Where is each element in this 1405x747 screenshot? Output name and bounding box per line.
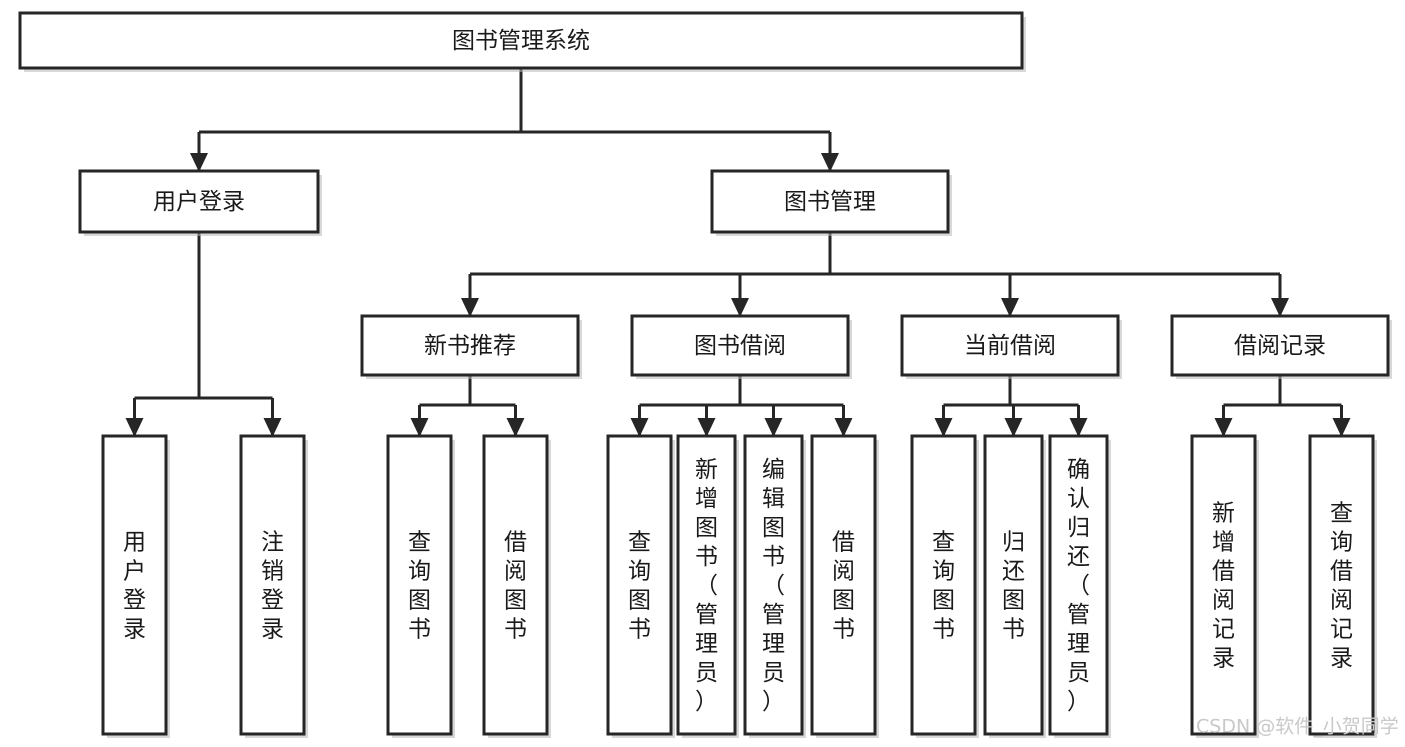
node-box	[606, 434, 673, 736]
node-label: 用户登录	[123, 530, 146, 643]
node-user-login[interactable]: 用户登录	[78, 169, 322, 236]
arrow-head-icon	[1004, 418, 1023, 437]
node-new-book-recommend[interactable]: 新书推荐	[360, 314, 582, 379]
arrow-head-icon	[834, 418, 853, 437]
arrow-head-icon	[731, 298, 749, 317]
arrow-head-icon	[630, 418, 649, 437]
node-leaf-query-book-1[interactable]: 查询图书	[386, 434, 455, 738]
edge-group-book-borrow	[630, 375, 853, 437]
node-label: 新书推荐	[424, 333, 516, 359]
node-leaf-edit-book-admin[interactable]: 编辑图书（管理员）	[743, 434, 806, 738]
node-label: 新增图书（管理员）	[695, 457, 718, 715]
node-leaf-user-login[interactable]: 用户登录	[101, 434, 170, 738]
arrow-head-icon	[263, 418, 282, 437]
node-label: 查询图书	[628, 530, 651, 643]
edge-group-new-book-recommend	[410, 375, 525, 437]
watermark-label: CSDN @软件_小贺同学	[1196, 716, 1399, 738]
node-box	[386, 434, 453, 736]
node-leaf-add-book-admin[interactable]: 新增图书（管理员）	[676, 434, 739, 738]
node-box	[810, 434, 877, 736]
node-label: 归还图书	[1002, 530, 1025, 643]
arrow-head-icon	[125, 418, 144, 437]
node-label: 借阅记录	[1234, 333, 1326, 359]
arrow-head-icon	[697, 418, 716, 437]
node-book-borrow[interactable]: 图书借阅	[630, 314, 852, 379]
node-leaf-add-borrow-record[interactable]: 新增借阅记录	[1190, 434, 1259, 738]
node-box	[983, 434, 1044, 736]
arrow-head-icon	[1332, 418, 1351, 437]
node-leaf-return-book[interactable]: 归还图书	[983, 434, 1046, 738]
edge-group-user-login	[125, 232, 282, 437]
nodes-layer: 图书管理系统用户登录图书管理新书推荐图书借阅当前借阅借阅记录用户登录注销登录查询…	[18, 11, 1392, 738]
node-box	[630, 314, 850, 377]
arrow-head-icon	[461, 298, 479, 317]
node-box	[743, 434, 804, 736]
node-label: 借阅图书	[832, 530, 855, 643]
node-box	[900, 314, 1120, 377]
edge-group-book-manage	[461, 232, 1289, 317]
arrow-head-icon	[190, 153, 208, 172]
node-label: 借阅图书	[504, 530, 527, 643]
node-leaf-query-book-3[interactable]: 查询图书	[910, 434, 979, 738]
node-box	[710, 169, 950, 234]
node-current-borrow[interactable]: 当前借阅	[900, 314, 1122, 379]
node-label: 查询图书	[408, 530, 431, 643]
node-leaf-borrow-book-2[interactable]: 借阅图书	[810, 434, 879, 738]
node-box	[1190, 434, 1257, 736]
node-label: 图书管理	[784, 189, 876, 215]
node-box	[676, 434, 737, 736]
node-label: 图书管理系统	[452, 28, 590, 54]
node-box	[101, 434, 168, 736]
node-box	[1170, 314, 1390, 377]
arrow-head-icon	[764, 418, 783, 437]
node-label: 查询图书	[932, 530, 955, 643]
arrow-head-icon	[1069, 418, 1088, 437]
node-box	[1308, 434, 1375, 736]
node-label: 确认归还（管理员）	[1067, 457, 1090, 715]
arrow-head-icon	[1214, 418, 1233, 437]
arrow-head-icon	[821, 153, 839, 172]
node-label: 注销登录	[261, 530, 284, 643]
arrow-head-icon	[506, 418, 525, 437]
node-label: 当前借阅	[964, 333, 1056, 359]
edge-group-root	[190, 68, 839, 172]
node-box	[360, 314, 580, 377]
node-box	[482, 434, 549, 736]
edge-group-borrow-record	[1214, 375, 1351, 437]
node-box	[18, 11, 1024, 70]
arrow-head-icon	[410, 418, 429, 437]
arrow-head-icon	[1271, 298, 1289, 317]
node-box	[239, 434, 306, 736]
node-label: 查询借阅记录	[1330, 501, 1353, 672]
node-leaf-query-borrow-record[interactable]: 查询借阅记录	[1308, 434, 1377, 738]
node-label: 图书借阅	[694, 333, 786, 359]
node-borrow-record[interactable]: 借阅记录	[1170, 314, 1392, 379]
node-leaf-confirm-return-admin[interactable]: 确认归还（管理员）	[1048, 434, 1111, 738]
edge-group-current-borrow	[934, 375, 1088, 437]
node-book-manage[interactable]: 图书管理	[710, 169, 952, 236]
node-label: 用户登录	[153, 189, 245, 215]
node-box	[1048, 434, 1109, 736]
node-root[interactable]: 图书管理系统	[18, 11, 1026, 72]
node-leaf-query-book-2[interactable]: 查询图书	[606, 434, 675, 738]
node-label: 编辑图书（管理员）	[762, 457, 785, 715]
node-box	[78, 169, 320, 234]
node-leaf-borrow-book-1[interactable]: 借阅图书	[482, 434, 551, 738]
node-box	[910, 434, 977, 736]
arrow-head-icon	[1001, 298, 1019, 317]
arrow-head-icon	[934, 418, 953, 437]
node-leaf-logout-login[interactable]: 注销登录	[239, 434, 308, 738]
connectors-layer	[125, 68, 1351, 437]
node-label: 新增借阅记录	[1212, 501, 1235, 672]
